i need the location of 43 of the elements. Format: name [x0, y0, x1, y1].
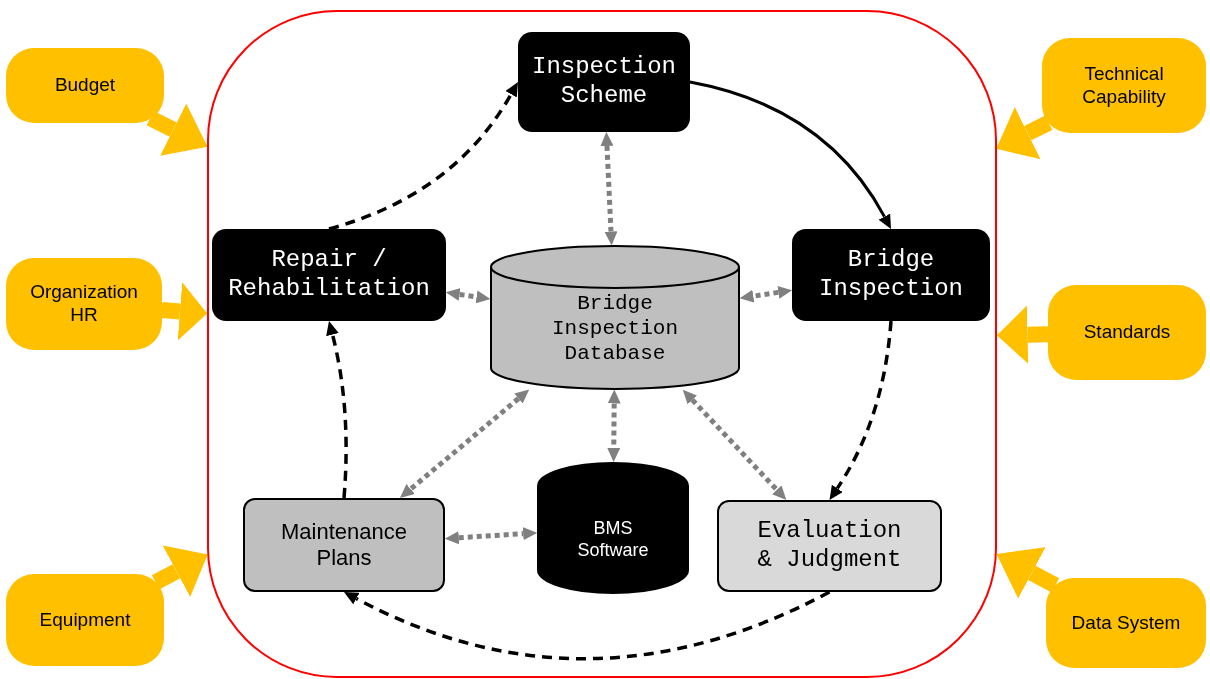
node-label: BMS Software — [576, 518, 650, 562]
callout-box — [6, 48, 164, 123]
arrow — [326, 320, 348, 499]
callout-box — [6, 258, 162, 350]
arrow — [445, 287, 491, 304]
node-label: Inspection Scheme — [531, 53, 677, 111]
node-label: Equipment — [39, 608, 131, 632]
arrow — [682, 389, 787, 501]
node-label: Budget — [54, 74, 116, 97]
node-label: Standards — [1083, 321, 1171, 344]
process-box — [717, 500, 942, 592]
block-arrow — [996, 107, 1053, 160]
arrow — [739, 285, 793, 303]
arrow — [689, 80, 892, 229]
node-label: Bridge Inspection — [818, 246, 964, 304]
process-box — [212, 229, 446, 321]
block-arrow — [146, 103, 208, 156]
node-label: Data System — [1071, 611, 1181, 635]
node-label: Technical Capability — [1081, 62, 1167, 109]
node-label: Organization HR — [29, 281, 139, 327]
node-label: Maintenance Plans — [280, 518, 408, 572]
node-label: Bridge Inspection Database — [551, 290, 679, 367]
process-box — [792, 229, 990, 321]
callout-box — [1048, 285, 1206, 380]
arrow — [444, 527, 538, 545]
arrow — [399, 389, 530, 499]
block-arrow — [996, 547, 1060, 599]
callout-box — [1046, 578, 1206, 668]
node-label: Evaluation & Judgment — [756, 517, 903, 575]
arrow — [343, 590, 831, 661]
node-label: Repair / Rehabilitation — [227, 246, 431, 304]
callout-box — [6, 574, 164, 666]
process-box — [518, 32, 690, 132]
block-arrow — [151, 545, 208, 597]
boundary-frame — [207, 10, 997, 678]
arrow — [328, 82, 519, 231]
arrow — [607, 389, 621, 462]
arrow — [600, 131, 618, 246]
block-arrow — [161, 282, 208, 341]
arrow — [829, 320, 893, 501]
block-arrow — [996, 305, 1049, 364]
process-box — [243, 498, 445, 592]
callout-box — [1042, 38, 1206, 133]
